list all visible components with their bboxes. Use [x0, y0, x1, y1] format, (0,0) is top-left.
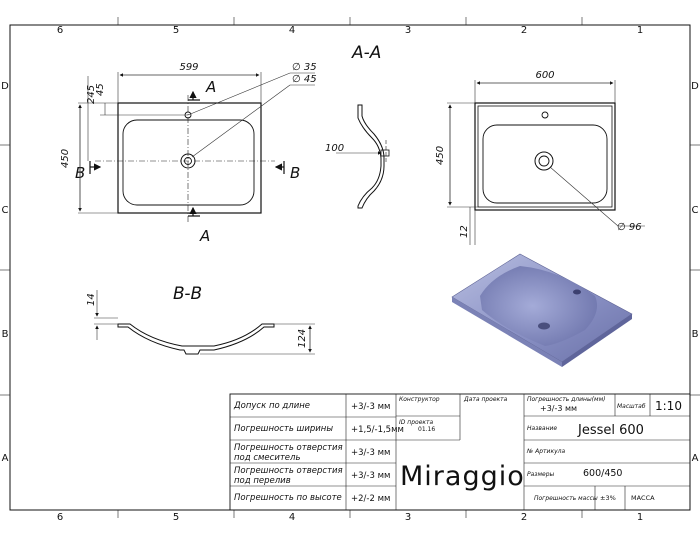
dim-label-d45: ∅ 45	[292, 74, 317, 85]
mass-tolerance-label: Погрешность массы	[534, 495, 598, 502]
tolerance-label-length: Допуск по длине	[233, 401, 310, 411]
section-bb-profile	[117, 323, 275, 355]
tolerance-label-width: Погрешность ширины	[234, 424, 333, 434]
dim-label-600: 600	[535, 70, 554, 81]
dimension-600	[474, 80, 616, 103]
frame-top-number: 1	[637, 25, 643, 36]
article-label: № Артикула	[526, 448, 565, 455]
frame-bottom-number: 2	[521, 512, 527, 523]
leader-d96	[549, 166, 619, 227]
mass-tolerance-value: ±3%	[600, 494, 616, 502]
frame-bottom-number: 3	[405, 512, 411, 523]
dimension-14	[94, 290, 118, 340]
cut-label-b-right: B	[290, 164, 300, 182]
product-name: Jessel 600	[577, 423, 644, 438]
frame-left-letter: B	[2, 329, 9, 340]
dimension-124	[200, 323, 315, 355]
frame-top-number: 5	[173, 25, 179, 36]
project-date-label: Дата проекта	[463, 396, 508, 403]
frame-left-letter: C	[2, 205, 9, 216]
dimension-450-right	[447, 102, 478, 245]
dimension-599	[117, 72, 262, 103]
cut-label-a-bottom: A	[199, 227, 210, 245]
dim-label-245: 245	[86, 85, 97, 104]
cut-label-a-top: A	[205, 78, 216, 96]
dim-label-100: 100	[325, 143, 344, 154]
frame-top-number: 4	[289, 25, 295, 36]
project-id-value: 01.16	[418, 426, 435, 433]
frame-right-letter: C	[692, 205, 699, 216]
tolerance-value-overflow-hole: +3/-3 мм	[351, 471, 390, 481]
frame-left-letter: D	[1, 81, 9, 92]
tolerance-label-height: Погрешность по высоте	[234, 493, 342, 503]
section-title-bb: B-B	[173, 284, 202, 304]
frame-bottom-number: 4	[289, 512, 295, 523]
dim-label-450-right: 450	[435, 146, 446, 165]
section-title-aa: A-A	[351, 43, 381, 63]
frame-left-letter: A	[2, 453, 9, 464]
frame-top-number: 3	[405, 25, 411, 36]
frame-top-number: 6	[57, 25, 63, 36]
frame-top-number: 2	[521, 25, 527, 36]
dim-label-45: 45	[95, 83, 106, 96]
leader-d45	[191, 84, 291, 158]
size-value: 600/450	[583, 468, 622, 479]
scale-value: 1:10	[655, 399, 682, 413]
frame-bottom-number: 1	[637, 512, 643, 523]
length-tolerance-label: Погрешность длины(мм)	[527, 396, 605, 403]
frame-right-letter: A	[692, 453, 699, 464]
scale-label: Масштаб	[617, 403, 646, 410]
dim-label-450: 450	[60, 149, 71, 168]
mass-label: МАССА	[631, 494, 655, 502]
project-id-label: ID проекта	[399, 419, 434, 426]
dim-label-14: 14	[86, 293, 97, 306]
tolerance-value-height: +2/-2 мм	[351, 494, 390, 504]
frame-bottom-number: 5	[173, 512, 179, 523]
size-label: Размеры	[527, 471, 555, 478]
tolerance-value-mixer-hole: +3/-3 мм	[351, 448, 390, 458]
top-view-right	[474, 102, 616, 211]
sink-3d-render	[451, 253, 633, 367]
frame-grid-ticks	[0, 17, 700, 518]
dim-label-d96: ∅ 96	[617, 222, 642, 233]
leader-d35	[187, 72, 291, 116]
section-aa-profile	[357, 104, 390, 209]
frame-right-letter: B	[692, 329, 699, 340]
brand-logo-text: Miraggio	[400, 461, 525, 492]
name-label: Название	[527, 425, 557, 432]
dim-label-12: 12	[459, 225, 470, 238]
frame-right-letter: D	[691, 81, 699, 92]
dim-label-124: 124	[297, 329, 308, 348]
tolerance-value-length: +3/-3 мм	[351, 402, 390, 412]
frame-bottom-number: 6	[57, 512, 63, 523]
dimension-vertical-left	[78, 76, 188, 214]
dim-label-599: 599	[179, 62, 198, 73]
dim-label-d35: ∅ 35	[292, 62, 317, 73]
top-view	[89, 90, 285, 222]
length-tolerance-value: +3/-3 мм	[540, 404, 577, 413]
designer-label: Конструктор	[399, 396, 440, 403]
title-block	[229, 393, 691, 511]
tolerance-value-width: +1,5/-1,5мм	[351, 425, 404, 435]
